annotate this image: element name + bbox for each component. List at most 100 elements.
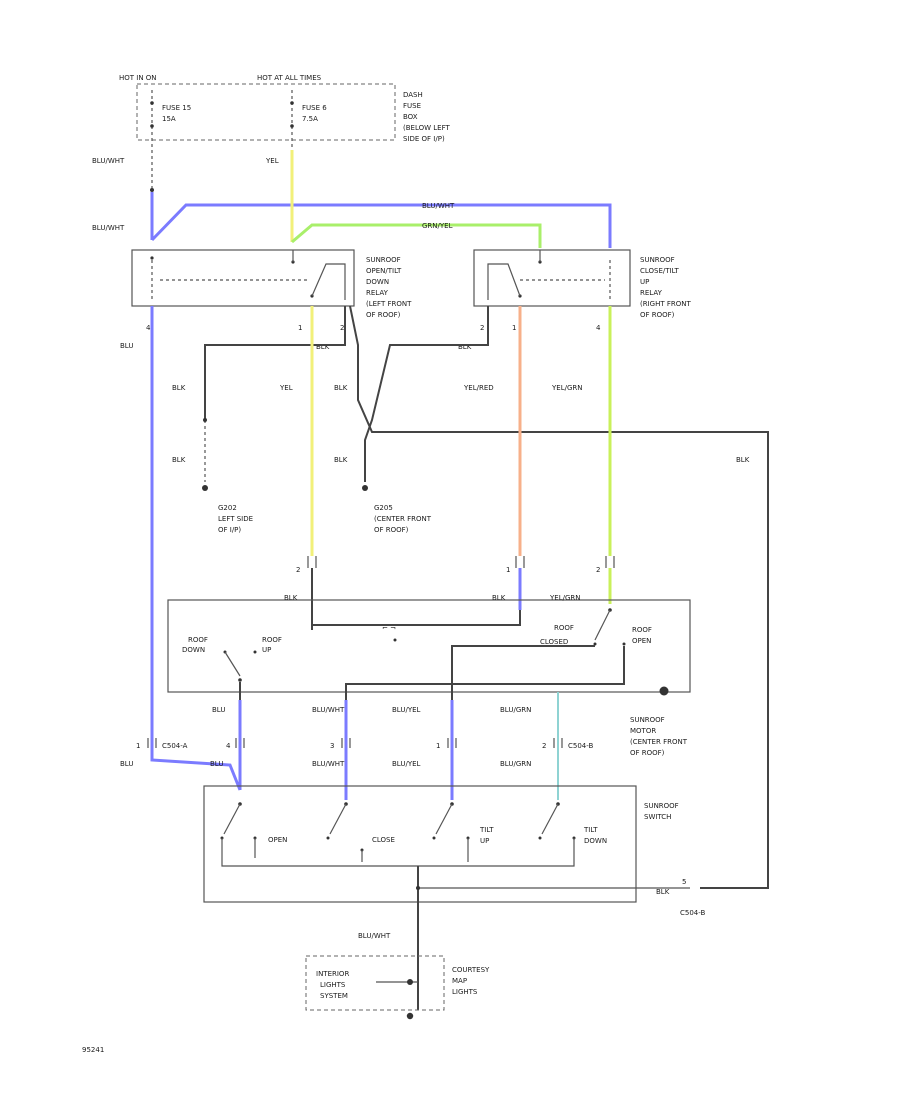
ground-left-label-1: G202: [218, 504, 237, 512]
c504b-label: C504-B: [568, 742, 594, 750]
c504-b2-label: C504-B: [680, 909, 706, 917]
relay-right-label-6: OF ROOF): [640, 311, 675, 319]
c504a-label: C504-A: [162, 742, 188, 750]
ground-center-label-1: G205: [374, 504, 393, 512]
yel-wire-label-1: YEL: [265, 157, 279, 165]
blu-wht-wire-label-2: BLU/WHT: [92, 224, 125, 232]
pin-1-b: 1: [512, 324, 516, 332]
blk-motor-label-1: BLK: [284, 594, 298, 602]
blu-wht-bottom-label: BLU/WHT: [358, 932, 391, 940]
relay-right-label-4: RELAY: [640, 289, 663, 297]
sw-pin-4: 4: [226, 742, 231, 750]
interior-label-1: INTERIOR: [316, 970, 349, 978]
relay-left-label-2: OPEN/TILT: [366, 267, 402, 275]
motor-pin-1: 1: [506, 566, 510, 574]
blk-motor-label-2: BLK: [492, 594, 506, 602]
sw-pin-3: 3: [330, 742, 334, 750]
motor-symbol: ⌐ ¬: [382, 624, 396, 632]
motor-label-1: SUNROOF: [630, 716, 665, 724]
figure-id: 95241: [82, 1046, 104, 1054]
interior-label-2: LIGHTS: [320, 981, 346, 989]
tilt-up-label-1: TILT: [479, 826, 494, 834]
blu-wht-lower-label: BLU/WHT: [312, 760, 345, 768]
relay-left-label-6: OF ROOF): [366, 311, 401, 319]
yel-red-label: YEL/RED: [463, 384, 494, 392]
courtesy-label-3: LIGHTS: [452, 988, 478, 996]
motor-label-4: OF ROOF): [630, 749, 665, 757]
relay-left-label-5: (LEFT FRONT: [366, 300, 412, 308]
blu-grn-lower-label: BLU/GRN: [500, 760, 531, 768]
tilt-up-label-2: UP: [480, 837, 489, 845]
ground-center-label-3: OF ROOF): [374, 526, 409, 534]
fuse-6-label: FUSE 6: [302, 104, 327, 112]
blk-switch-pin-label: BLK: [656, 888, 670, 896]
hot-at-all-times-label: HOT AT ALL TIMES: [257, 74, 322, 82]
blu-grn-sw-label: BLU/GRN: [500, 706, 531, 714]
fuse-box-label-1: DASH: [403, 91, 423, 99]
sw-pin-1b: 1: [436, 742, 440, 750]
blk-label-a: BLK: [172, 384, 186, 392]
tilt-down-label-2: DOWN: [584, 837, 607, 845]
pin-4-a: 4: [146, 324, 151, 332]
relay-left-label-4: RELAY: [366, 289, 389, 297]
courtesy-label-2: MAP: [452, 977, 467, 985]
hot-in-on-label: HOT IN ON: [119, 74, 157, 82]
fuse-box-label-5: SIDE OF I/P): [403, 135, 445, 143]
fuse-15-label: FUSE 15: [162, 104, 191, 112]
sunroof-switch: OPEN CLOSE TILT UP TILT DOWN SUNROOF SWI…: [203, 785, 706, 1010]
blk-right-relay-label: BLK: [458, 343, 472, 351]
fuse-box-label-3: BOX: [403, 113, 418, 121]
relay-left-label-3: DOWN: [366, 278, 389, 286]
blu-wht-top-label: BLU/WHT: [422, 202, 455, 210]
blk-far-right-label: BLK: [736, 456, 750, 464]
blu-yel-lower-label: BLU/YEL: [392, 760, 421, 768]
relay-right-label-3: UP: [640, 278, 649, 286]
fuse-box-label-2: FUSE: [403, 102, 421, 110]
pin-4-b: 4: [596, 324, 601, 332]
ground-left-label-2: LEFT SIDE: [218, 515, 253, 523]
fuse-15-amp: 15A: [162, 115, 176, 123]
blu-yel-sw-label: BLU/YEL: [392, 706, 421, 714]
open-tilt-down-relay: SUNROOF OPEN/TILT DOWN RELAY (LEFT FRONT…: [131, 249, 412, 319]
blu-c-label: BLU: [210, 760, 223, 768]
sw-pin-5: 5: [682, 878, 686, 886]
roof-down-label-1: ROOF: [188, 636, 208, 644]
close-tilt-up-relay: SUNROOF CLOSE/TILT UP RELAY (RIGHT FRONT…: [473, 249, 691, 319]
interior-lights: BLU/WHT INTERIOR LIGHTS SYSTEM COURTESY …: [305, 932, 490, 1020]
fuse-6-amp: 7.5A: [302, 115, 318, 123]
pin-2-a: 2: [340, 324, 344, 332]
interior-label-3: SYSTEM: [320, 992, 348, 1000]
fuse-box: HOT IN ON HOT AT ALL TIMES FUSE 15 15A F…: [119, 74, 450, 150]
blu-wht-sw-label: BLU/WHT: [312, 706, 345, 714]
yel-grn-label: YEL/GRN: [551, 384, 582, 392]
blu-wht-wire-label-1: BLU/WHT: [92, 157, 125, 165]
blu-lower-label: BLU: [120, 760, 133, 768]
blk-pin2-label: BLK: [316, 343, 330, 351]
blk-label-b: BLK: [334, 384, 348, 392]
blk-label-c: BLK: [172, 456, 186, 464]
yel-label-2: YEL: [279, 384, 293, 392]
close-label: CLOSE: [372, 836, 395, 844]
motor-pin-2a: 2: [296, 566, 300, 574]
tilt-down-label-1: TILT: [583, 826, 598, 834]
switch-wiring: BLU BLU/WHT BLU/YEL BLU/GRN 1 C504-A 4 3…: [120, 692, 594, 800]
ground-center-label-2: (CENTER FRONT: [374, 515, 432, 523]
roof-closed-label-2: CLOSED: [540, 638, 568, 646]
grn-yel-top-label: GRN/YEL: [422, 222, 453, 230]
mid-wiring: 4 1 2 2 1 4 BLU BLK BLK BLK YEL BLK YEL/…: [120, 305, 769, 889]
yel-grn-motor-label: YEL/GRN: [549, 594, 580, 602]
blk-label-d: BLK: [334, 456, 348, 464]
sw-pin-1: 1: [136, 742, 140, 750]
roof-up-label-1: ROOF: [262, 636, 282, 644]
roof-down-label-2: DOWN: [182, 646, 205, 654]
top-wiring: BLU/WHT YEL BLU/WHT BLU/WHT GRN/YEL: [92, 150, 612, 248]
motor-pin-2b: 2: [596, 566, 600, 574]
relay-right-label-5: (RIGHT FRONT: [640, 300, 691, 308]
pin-2-b: 2: [480, 324, 484, 332]
sw-pin-2: 2: [542, 742, 546, 750]
roof-closed-label-1: ROOF: [554, 624, 574, 632]
sunroof-motor: 2 1 2 BLK BLK YEL/GRN ⌐ ¬ ROOF DOWN ROOF…: [167, 556, 691, 757]
blu-left-label: BLU: [120, 342, 133, 350]
switch-label-1: SUNROOF: [644, 802, 679, 810]
